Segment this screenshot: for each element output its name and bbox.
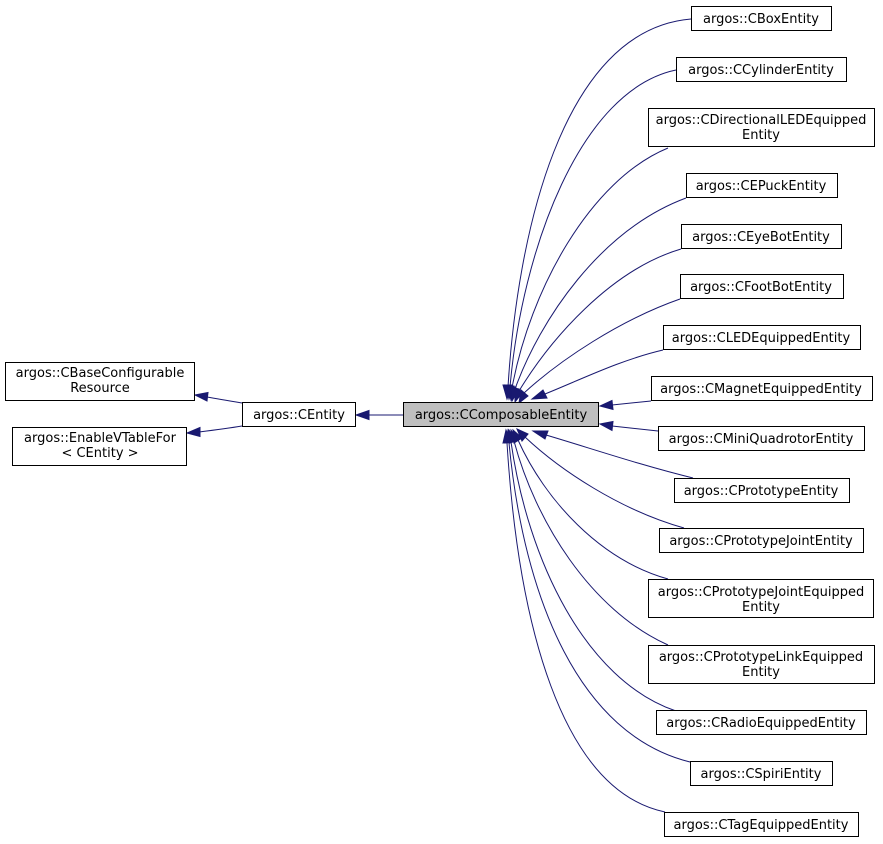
class-node-directional-led-equipped-entity[interactable]: argos::CDirectionalLEDEquipped Entity [648,108,875,147]
class-label: argos::CMiniQuadrotorEntity [669,432,854,447]
class-label-line-1: argos::CPrototypeJointEquipped [658,585,864,600]
class-label-line-1: argos::EnableVTableFor [24,431,177,446]
class-label: argos::CSpiriEntity [701,767,822,782]
class-label-line-1: argos::CPrototypeLinkEquipped [659,650,863,665]
edge-epuck-to-composable [509,197,687,403]
class-label-line-2: Entity [742,665,780,680]
class-label: argos::CMagnetEquippedEntity [660,382,862,397]
class-node-prototype-link-equipped-entity[interactable]: argos::CPrototypeLinkEquipped Entity [648,645,875,684]
class-node-composable-entity[interactable]: argos::CComposableEntity [403,402,599,427]
class-node-footbot-entity[interactable]: argos::CFootBotEntity [680,274,844,299]
edge-entity-to-enable-vtable-for [185,425,243,438]
class-node-radio-equipped-entity[interactable]: argos::CRadioEquippedEntity [656,710,867,735]
class-label-line-2: < CEntity > [61,446,138,461]
edge-miniquadrotor-to-composable [598,420,659,432]
edge-prototype-joint-to-composable [516,428,685,529]
edge-prototype-to-composable [531,430,694,479]
class-label: argos::CLEDEquippedEntity [672,331,851,346]
class-label: argos::CEPuckEntity [696,179,827,194]
class-label: argos::CComposableEntity [415,408,588,423]
class-nodes: argos::CBaseConfigurable Resource argos:… [5,6,875,837]
edge-prototype-joint-equipped-to-composable [512,428,669,580]
class-label-line-1: argos::CBaseConfigurable [16,366,185,381]
class-label-line-2: Entity [742,128,780,143]
edge-tag-equipped-to-composable [502,428,666,813]
class-label: argos::CPrototypeJointEntity [669,534,853,549]
class-node-led-equipped-entity[interactable]: argos::CLEDEquippedEntity [663,325,861,350]
class-node-epuck-entity[interactable]: argos::CEPuckEntity [686,173,838,198]
class-node-prototype-entity[interactable]: argos::CPrototypeEntity [674,478,850,503]
class-label: argos::CCylinderEntity [688,63,834,78]
edge-box-to-composable [502,18,692,401]
class-node-magnet-equipped-entity[interactable]: argos::CMagnetEquippedEntity [651,376,873,401]
class-label-line-2: Resource [70,381,130,396]
class-node-base-configurable-resource[interactable]: argos::CBaseConfigurable Resource [5,362,195,401]
edge-footbot-to-composable [518,298,681,405]
class-node-entity[interactable]: argos::CEntity [242,402,356,427]
class-node-enable-vtable-for[interactable]: argos::EnableVTableFor < CEntity > [12,427,187,466]
class-label: argos::CEyeBotEntity [692,230,830,245]
class-label: argos::CBoxEntity [703,12,819,27]
class-node-cylinder-entity[interactable]: argos::CCylinderEntity [676,57,847,82]
class-label-line-2: Entity [742,600,780,615]
class-node-miniquadrotor-entity[interactable]: argos::CMiniQuadrotorEntity [658,426,865,451]
class-node-tag-equipped-entity[interactable]: argos::CTagEquippedEntity [664,812,859,837]
edge-magnet-equipped-to-composable [598,399,652,411]
class-label: argos::CEntity [253,408,345,423]
edge-directional-led-to-composable [506,147,669,402]
class-node-prototype-joint-equipped-entity[interactable]: argos::CPrototypeJointEquipped Entity [648,579,874,618]
edge-led-equipped-to-composable [530,349,664,400]
class-label: argos::CRadioEquippedEntity [666,716,856,731]
class-label: argos::CFootBotEntity [690,280,832,295]
class-node-eyebot-entity[interactable]: argos::CEyeBotEntity [681,224,842,249]
edge-entity-to-base-configurable-resource [193,391,243,404]
class-label: argos::CTagEquippedEntity [674,818,849,833]
class-label: argos::CPrototypeEntity [684,484,839,499]
class-node-spiri-entity[interactable]: argos::CSpiriEntity [690,761,833,786]
edge-composable-to-entity [354,409,403,421]
class-node-box-entity[interactable]: argos::CBoxEntity [691,6,832,31]
class-label-line-1: argos::CDirectionalLEDEquipped [656,113,867,128]
inheritance-edges [185,18,694,813]
class-node-prototype-joint-entity[interactable]: argos::CPrototypeJointEntity [659,528,864,553]
